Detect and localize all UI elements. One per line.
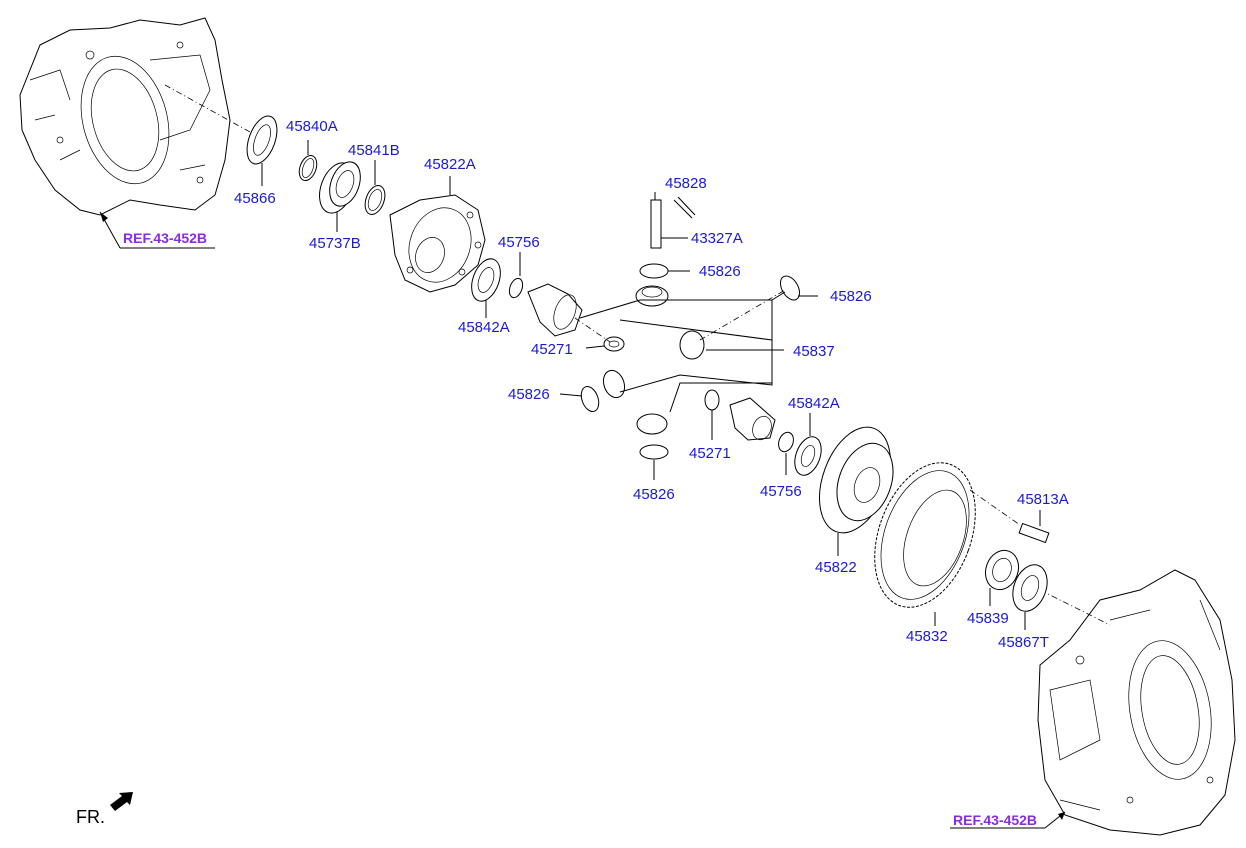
ref-label-bottom[interactable]: REF.43-452B xyxy=(953,812,1037,828)
orientation-label: FR. xyxy=(76,807,105,827)
part-label-45828[interactable]: 45828 xyxy=(665,175,707,192)
part-label-45837[interactable]: 45837 xyxy=(793,343,835,360)
part-label-45271-top[interactable]: 45271 xyxy=(531,341,573,358)
part-label-45822[interactable]: 45822 xyxy=(815,559,857,576)
part-label-43327A[interactable]: 43327A xyxy=(691,230,743,247)
side-gear-top xyxy=(527,283,583,337)
side-gear-bottom xyxy=(729,397,776,441)
part-label-45842A-bottom[interactable]: 45842A xyxy=(788,395,840,412)
front-arrow-icon xyxy=(110,792,133,811)
part-label-45832[interactable]: 45832 xyxy=(906,628,948,645)
part-label-45822A[interactable]: 45822A xyxy=(424,156,476,173)
ref-label-top[interactable]: REF.43-452B xyxy=(123,230,207,246)
part-label-45826-d[interactable]: 45826 xyxy=(633,486,675,503)
part-label-45867T[interactable]: 45867T xyxy=(998,634,1049,651)
part-label-45813A[interactable]: 45813A xyxy=(1017,491,1069,508)
part-label-45826-c[interactable]: 45826 xyxy=(508,386,550,403)
part-label-45839[interactable]: 45839 xyxy=(967,610,1009,627)
differential-case-half xyxy=(819,426,894,534)
part-label-45866[interactable]: 45866 xyxy=(234,190,276,207)
part-label-45840A[interactable]: 45840A xyxy=(286,118,338,135)
part-label-45826-b[interactable]: 45826 xyxy=(830,288,872,305)
part-label-45756-bottom[interactable]: 45756 xyxy=(760,483,802,500)
part-label-45826-a[interactable]: 45826 xyxy=(699,263,741,280)
part-label-45841B[interactable]: 45841B xyxy=(348,142,400,159)
part-label-45842A-top[interactable]: 45842A xyxy=(458,319,510,336)
ring-gear xyxy=(874,462,976,608)
part-label-45271-bottom[interactable]: 45271 xyxy=(689,445,731,462)
transmission-housing-top xyxy=(19,17,231,216)
differential-case xyxy=(389,194,486,293)
part-label-45756-top[interactable]: 45756 xyxy=(498,234,540,251)
part-label-45737B[interactable]: 45737B xyxy=(309,235,361,252)
transmission-housing-bottom xyxy=(1037,569,1236,836)
